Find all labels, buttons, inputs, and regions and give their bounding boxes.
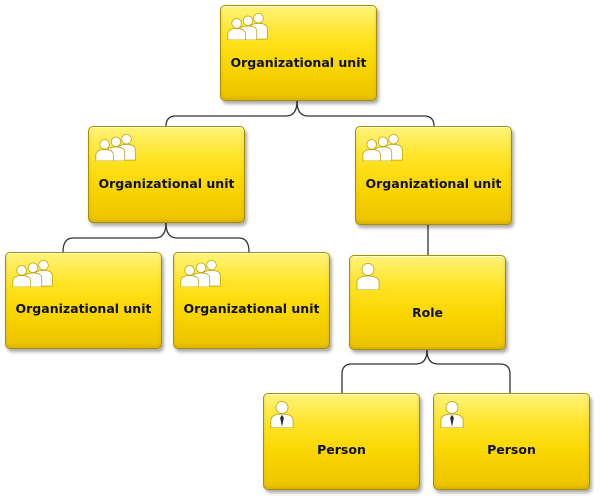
node-label: Person bbox=[487, 442, 536, 457]
connector-left-child-2 bbox=[165, 222, 250, 253]
node-label: Organizational unit bbox=[98, 176, 235, 191]
node-role[interactable]: Role bbox=[349, 255, 506, 350]
node-label: Organizational unit bbox=[183, 301, 320, 316]
connector-left-child-1 bbox=[62, 222, 167, 253]
node-label: Role bbox=[412, 305, 443, 320]
node-label: Organizational unit bbox=[230, 55, 367, 70]
organizational-unit-icon bbox=[95, 133, 137, 161]
connector-role-person-2 bbox=[426, 349, 511, 393]
role-icon bbox=[356, 262, 380, 290]
node-organizational-unit-left-child-1[interactable]: Organizational unit bbox=[5, 252, 162, 349]
organizational-unit-icon bbox=[180, 259, 222, 287]
node-organizational-unit-root[interactable]: Organizational unit bbox=[220, 5, 377, 101]
organizational-unit-icon bbox=[362, 133, 404, 161]
node-label: Organizational unit bbox=[365, 176, 502, 191]
organizational-unit-icon bbox=[12, 259, 54, 287]
person-icon bbox=[440, 400, 464, 428]
node-person-1[interactable]: Person bbox=[263, 393, 420, 490]
node-label: Person bbox=[317, 442, 366, 457]
connector-root-children bbox=[165, 100, 298, 127]
node-organizational-unit-left[interactable]: Organizational unit bbox=[88, 126, 245, 223]
node-label: Organizational unit bbox=[15, 301, 152, 316]
connector-role-person-1 bbox=[341, 349, 428, 393]
node-person-2[interactable]: Person bbox=[433, 393, 590, 490]
node-organizational-unit-right[interactable]: Organizational unit bbox=[355, 126, 512, 225]
node-organizational-unit-left-child-2[interactable]: Organizational unit bbox=[173, 252, 330, 349]
connector-root-right bbox=[296, 100, 435, 127]
organizational-unit-icon bbox=[227, 12, 269, 40]
person-icon bbox=[270, 400, 294, 428]
